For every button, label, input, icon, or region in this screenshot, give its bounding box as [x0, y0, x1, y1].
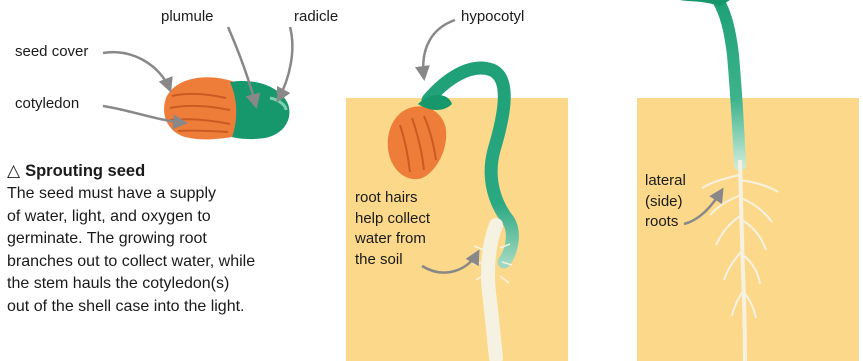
seed-stage-1 — [164, 77, 289, 139]
root-hairs-line-4: the soil — [355, 250, 430, 271]
hypocotyl-arrow — [423, 20, 455, 78]
root-hairs-line-3: water from — [355, 229, 430, 250]
lateral-roots-label: lateral (side) roots — [645, 171, 686, 233]
root-hairs-line-1: root hairs — [355, 188, 430, 209]
primary-root-2 — [488, 225, 496, 358]
seed-cover-label: seed cover — [15, 43, 88, 61]
caption-line-6: out of the shell case into the light. — [7, 296, 327, 319]
caption-title: △ Sprouting seed — [7, 161, 327, 181]
radicle-arrow — [278, 27, 292, 100]
triangle-up-icon: △ — [7, 161, 20, 181]
root-hairs-line-2: help collect — [355, 209, 430, 230]
radicle-label: radicle — [294, 8, 338, 26]
caption-body: The seed must have a supply of water, li… — [7, 183, 327, 318]
lateral-roots-line-2: (side) — [645, 192, 686, 213]
root-hairs-label: root hairs help collect water from the s… — [355, 188, 430, 270]
lateral-roots-line-3: roots — [645, 212, 686, 233]
cotyledon-label: cotyledon — [15, 95, 79, 113]
seed-cover-arrow — [103, 52, 170, 90]
caption-block: △ Sprouting seed The seed must have a su… — [7, 161, 327, 318]
caption-line-5: the stem hauls the cotyledon(s) — [7, 273, 327, 296]
caption-line-1: The seed must have a supply — [7, 183, 327, 206]
embryo-shape — [230, 81, 289, 139]
lateral-roots-line-1: lateral — [645, 171, 686, 192]
caption-title-text: Sprouting seed — [25, 161, 145, 181]
caption-line-4: branches out to collect water, while — [7, 251, 327, 274]
caption-line-2: of water, light, and oxygen to — [7, 206, 327, 229]
caption-line-3: germinate. The growing root — [7, 228, 327, 251]
hypocotyl-label: hypocotyl — [461, 8, 524, 26]
plumule-label: plumule — [161, 8, 214, 26]
